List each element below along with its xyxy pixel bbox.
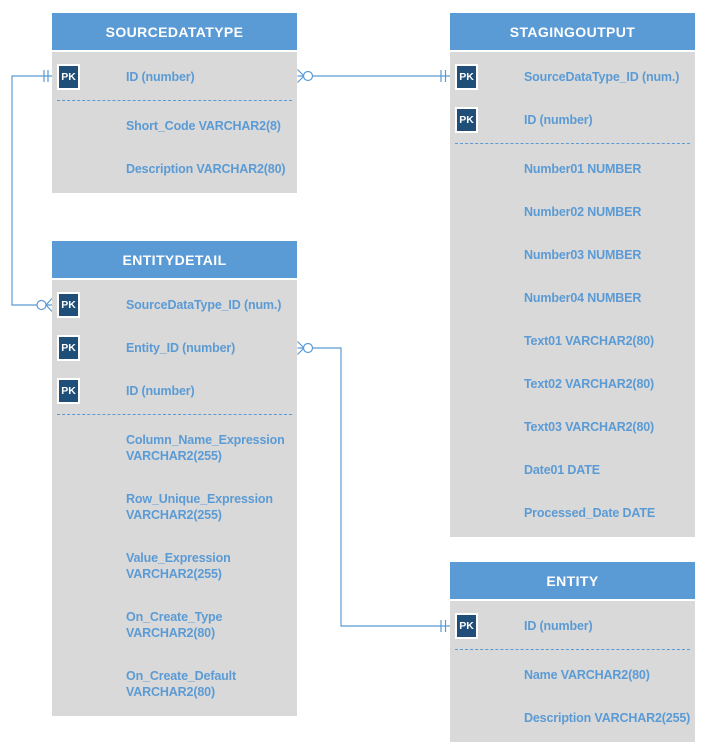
field-label: Name VARCHAR2(80) (524, 667, 650, 682)
field-label: Number01 NUMBER (524, 161, 642, 176)
table-sourcedatatype-header[interactable]: SOURCEDATATYPE (52, 13, 297, 50)
field-sourcedatatype-id[interactable]: PK ID (number) (52, 55, 297, 98)
field-stagingoutput-number04[interactable]: Number04 NUMBER (450, 276, 695, 319)
field-label: Text02 VARCHAR2(80) (524, 376, 655, 391)
field-label: Number04 NUMBER (524, 290, 642, 305)
field-entitydetail-value-expression[interactable]: Value_Expression VARCHAR2(255) (52, 536, 297, 595)
pk-badge: PK (57, 63, 80, 90)
field-entity-description[interactable]: Description VARCHAR2(255) (450, 696, 695, 739)
table-stagingoutput-body: PK SourceDataType_ID (num.) PK ID (numbe… (450, 52, 695, 537)
zero-cardinality-circle (302, 342, 314, 354)
pk-badge: PK (57, 334, 80, 361)
field-label: On_Create_Default VARCHAR2(80) (126, 668, 236, 699)
field-entitydetail-entity-id[interactable]: PK Entity_ID (number) (52, 326, 297, 369)
field-sourcedatatype-description[interactable]: Description VARCHAR2(80) (52, 147, 297, 190)
field-entity-id[interactable]: PK ID (number) (450, 604, 695, 647)
table-entity[interactable]: ENTITY PK ID (number) Name VARCHAR2(80) … (450, 562, 695, 742)
table-sourcedatatype[interactable]: SOURCEDATATYPE PK ID (number) Short_Code… (52, 13, 297, 193)
field-sourcedatatype-short-code[interactable]: Short_Code VARCHAR2(8) (52, 104, 297, 147)
field-label: Row_Unique_Expression VARCHAR2(255) (126, 491, 273, 522)
pk-badge: PK (455, 63, 478, 90)
field-stagingoutput-date01[interactable]: Date01 DATE (450, 448, 695, 491)
connector-sourcedatatype-stagingoutput[interactable] (297, 69, 451, 83)
connector-sourcedatatype-entitydetail[interactable] (11, 70, 53, 312)
field-stagingoutput-id[interactable]: PK ID (number) (450, 98, 695, 141)
zero-cardinality-circle (302, 70, 314, 82)
table-stagingoutput[interactable]: STAGINGOUTPUT PK SourceDataType_ID (num.… (450, 13, 695, 537)
field-entitydetail-column-name-expression[interactable]: Column_Name_Expression VARCHAR2(255) (52, 418, 297, 477)
field-label: Date01 DATE (524, 462, 600, 477)
field-label: ID (number) (524, 618, 593, 633)
pk-badge: PK (57, 291, 80, 318)
table-entitydetail-body: PK SourceDataType_ID (num.) PK Entity_ID… (52, 280, 297, 716)
pk-separator (57, 100, 292, 101)
one-cardinality-ticks (440, 70, 447, 82)
field-label: ID (number) (524, 112, 593, 127)
many-crowfoot-icon (297, 341, 305, 355)
connector-entitydetail-entity[interactable] (297, 341, 451, 633)
pk-separator (455, 649, 690, 650)
table-entitydetail-header[interactable]: ENTITYDETAIL (52, 241, 297, 278)
field-label: SourceDataType_ID (num.) (524, 69, 680, 84)
pk-badge: PK (455, 612, 478, 639)
field-label: Description VARCHAR2(255) (524, 710, 691, 725)
field-stagingoutput-text02[interactable]: Text02 VARCHAR2(80) (450, 362, 695, 405)
field-stagingoutput-text03[interactable]: Text03 VARCHAR2(80) (450, 405, 695, 448)
field-stagingoutput-number01[interactable]: Number01 NUMBER (450, 147, 695, 190)
field-label: Text03 VARCHAR2(80) (524, 419, 655, 434)
one-cardinality-ticks (440, 620, 447, 632)
field-label: On_Create_Type VARCHAR2(80) (126, 609, 223, 640)
field-stagingoutput-number03[interactable]: Number03 NUMBER (450, 233, 695, 276)
field-entitydetail-id[interactable]: PK ID (number) (52, 369, 297, 412)
pk-separator (57, 414, 292, 415)
one-cardinality-ticks (43, 70, 49, 82)
table-entity-header[interactable]: ENTITY (450, 562, 695, 599)
pk-separator (455, 143, 690, 144)
pk-badge: PK (57, 377, 80, 404)
zero-cardinality-circle (36, 299, 47, 311)
field-label: ID (number) (126, 69, 195, 84)
table-entitydetail[interactable]: ENTITYDETAIL PK SourceDataType_ID (num.)… (52, 241, 297, 716)
field-entitydetail-row-unique-expression[interactable]: Row_Unique_Expression VARCHAR2(255) (52, 477, 297, 536)
table-entity-body: PK ID (number) Name VARCHAR2(80) Descrip… (450, 601, 695, 742)
field-label: Column_Name_Expression VARCHAR2(255) (126, 432, 285, 463)
field-stagingoutput-processed-date[interactable]: Processed_Date DATE (450, 491, 695, 534)
field-label: Number03 NUMBER (524, 247, 642, 262)
table-sourcedatatype-body: PK ID (number) Short_Code VARCHAR2(8) De… (52, 52, 297, 193)
field-label: Short_Code VARCHAR2(8) (126, 118, 281, 133)
field-entitydetail-sourcedatatype-id[interactable]: PK SourceDataType_ID (num.) (52, 283, 297, 326)
field-label: Entity_ID (number) (126, 340, 236, 355)
connector-line[interactable] (11, 75, 52, 306)
field-entitydetail-on-create-default[interactable]: On_Create_Default VARCHAR2(80) (52, 654, 297, 713)
table-stagingoutput-header[interactable]: STAGINGOUTPUT (450, 13, 695, 50)
connector-line[interactable] (312, 347, 451, 627)
many-crowfoot-icon (297, 69, 305, 83)
field-stagingoutput-sourcedatatype-id[interactable]: PK SourceDataType_ID (num.) (450, 55, 695, 98)
pk-badge: PK (455, 106, 478, 133)
field-label: Description VARCHAR2(80) (126, 161, 286, 176)
field-stagingoutput-number02[interactable]: Number02 NUMBER (450, 190, 695, 233)
field-label: Processed_Date DATE (524, 505, 656, 520)
field-entitydetail-on-create-type[interactable]: On_Create_Type VARCHAR2(80) (52, 595, 297, 654)
field-label: SourceDataType_ID (num.) (126, 297, 282, 312)
field-label: Value_Expression VARCHAR2(255) (126, 550, 231, 581)
field-label: ID (number) (126, 383, 195, 398)
field-stagingoutput-text01[interactable]: Text01 VARCHAR2(80) (450, 319, 695, 362)
field-label: Text01 VARCHAR2(80) (524, 333, 655, 348)
field-label: Number02 NUMBER (524, 204, 642, 219)
field-entity-name[interactable]: Name VARCHAR2(80) (450, 653, 695, 696)
